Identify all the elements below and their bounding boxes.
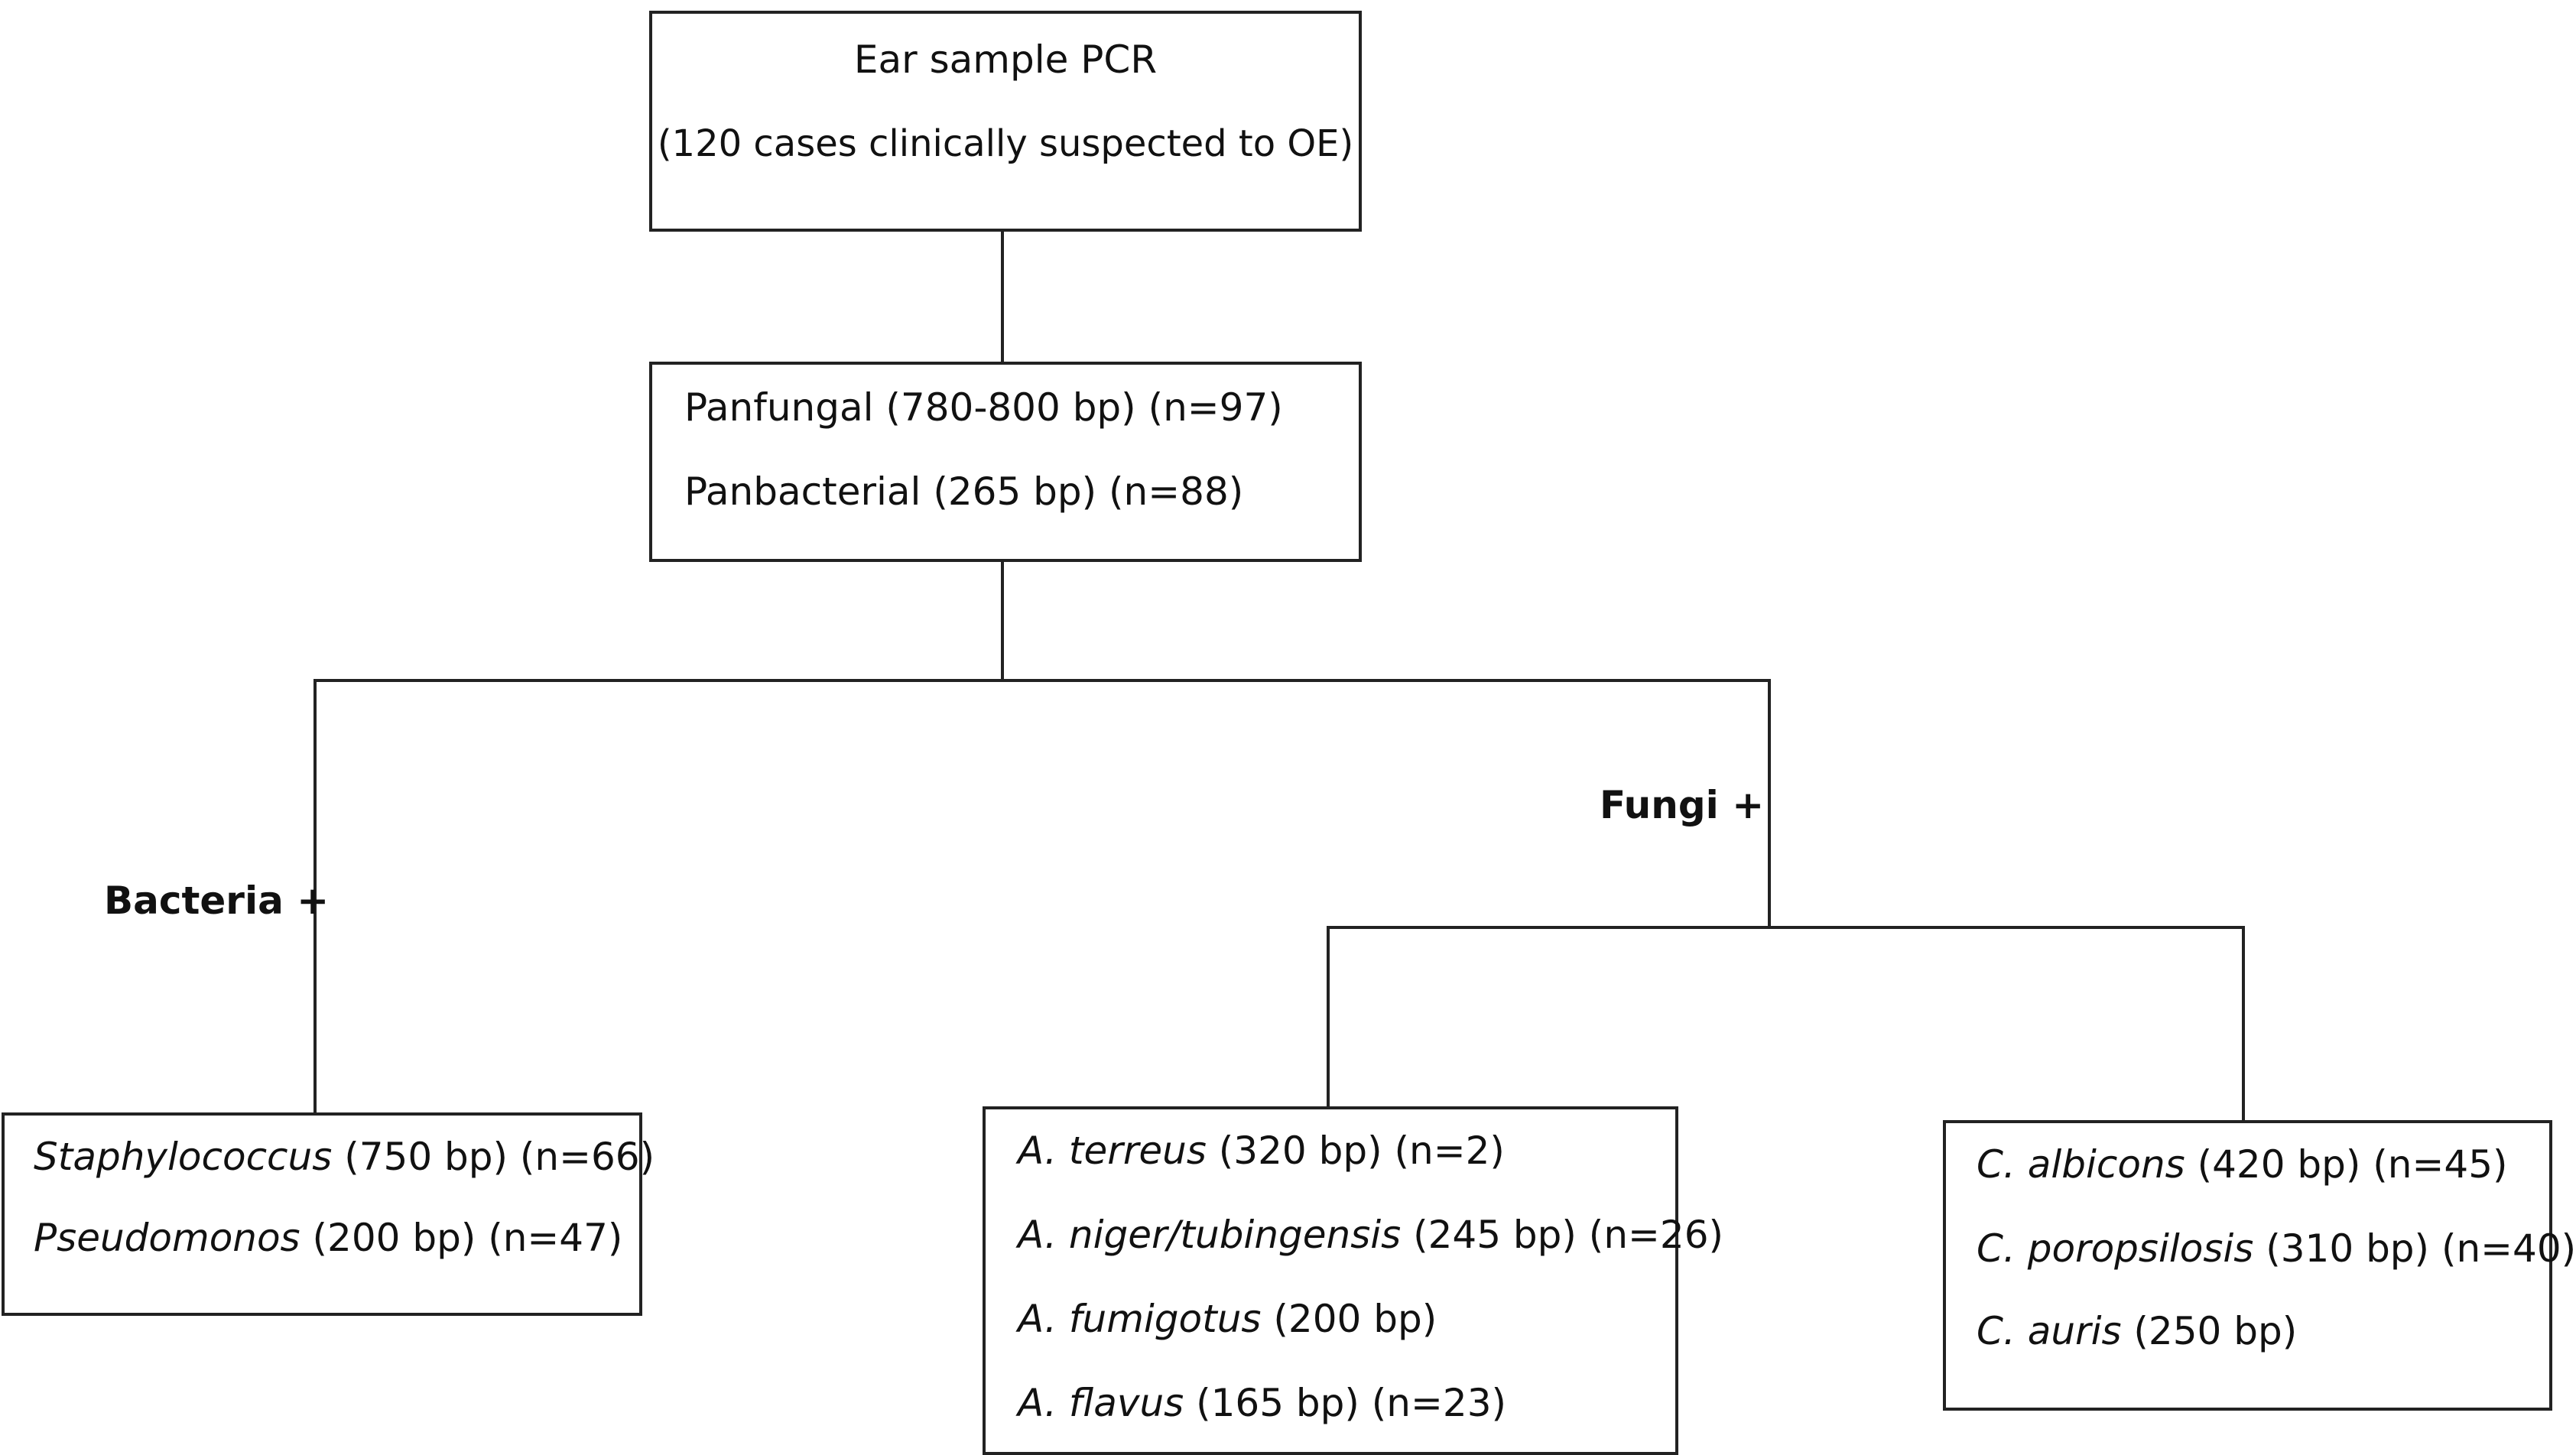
species-name: C. albicons bbox=[1977, 1142, 2185, 1187]
screening-box: Panfungal (780-800 bp) (n=97) Panbacteri… bbox=[649, 362, 1362, 562]
species-name: C. poropsilosis bbox=[1977, 1226, 2254, 1271]
species-name: A. terreus bbox=[1018, 1129, 1207, 1173]
bacteria-branch-label: Bacteria + bbox=[104, 879, 330, 923]
species-detail: (250 bp) bbox=[2121, 1309, 2298, 1353]
list-item: A. terreus (320 bp) (n=2) bbox=[1018, 1128, 1505, 1174]
species-detail: (200 bp) bbox=[1261, 1297, 1437, 1341]
list-item: C. albicons (420 bp) (n=45) bbox=[1977, 1142, 2508, 1187]
list-item: A. fumigotus (200 bp) bbox=[1018, 1296, 1437, 1342]
species-detail: (310 bp) (n=40) bbox=[2253, 1226, 2576, 1271]
species-detail: (165 bp) (n=23) bbox=[1184, 1381, 1507, 1425]
candida-box: C. albicons (420 bp) (n=45) C. poropsilo… bbox=[1943, 1120, 2576, 1411]
species-detail: (750 bp) (n=66) bbox=[332, 1135, 655, 1179]
list-item: C. auris (250 bp) bbox=[1977, 1308, 2297, 1354]
panfungal-line: Panfungal (780-800 bp) (n=97) bbox=[684, 385, 1283, 430]
root-title: Ear sample PCR bbox=[853, 37, 1158, 82]
species-detail: (320 bp) (n=2) bbox=[1206, 1129, 1505, 1173]
panbacterial-line: Panbacterial (265 bp) (n=88) bbox=[684, 469, 1244, 514]
species-detail: (245 bp) (n=26) bbox=[1401, 1213, 1724, 1257]
bacteria-box: Staphylococcus (750 bp) (n=66) Pseudomon… bbox=[2, 1112, 655, 1316]
root-box: Ear sample PCR (120 cases clinically sus… bbox=[649, 11, 1362, 232]
species-detail: (420 bp) (n=45) bbox=[2185, 1142, 2508, 1187]
list-item: Pseudomonos (200 bp) (n=47) bbox=[34, 1215, 622, 1261]
species-name: A. flavus bbox=[1018, 1381, 1184, 1425]
species-name: Pseudomonos bbox=[34, 1216, 300, 1260]
list-item: A. niger/tubingensis (245 bp) (n=26) bbox=[1018, 1212, 1723, 1258]
species-name: C. auris bbox=[1977, 1309, 2122, 1353]
species-name: Staphylococcus bbox=[34, 1135, 333, 1179]
list-item: A. flavus (165 bp) (n=23) bbox=[1018, 1380, 1506, 1426]
fungi-branch-label: Fungi + bbox=[1600, 783, 1765, 827]
aspergillus-box: A. terreus (320 bp) (n=2) A. niger/tubin… bbox=[983, 1106, 1723, 1455]
species-name: A. fumigotus bbox=[1018, 1297, 1262, 1341]
list-item: C. poropsilosis (310 bp) (n=40) bbox=[1977, 1226, 2576, 1272]
root-subtitle: (120 cases clinically suspected to OE) bbox=[657, 122, 1354, 165]
species-detail: (200 bp) (n=47) bbox=[300, 1216, 623, 1260]
species-name: A. niger/tubingensis bbox=[1018, 1213, 1402, 1257]
list-item: Staphylococcus (750 bp) (n=66) bbox=[34, 1134, 655, 1180]
